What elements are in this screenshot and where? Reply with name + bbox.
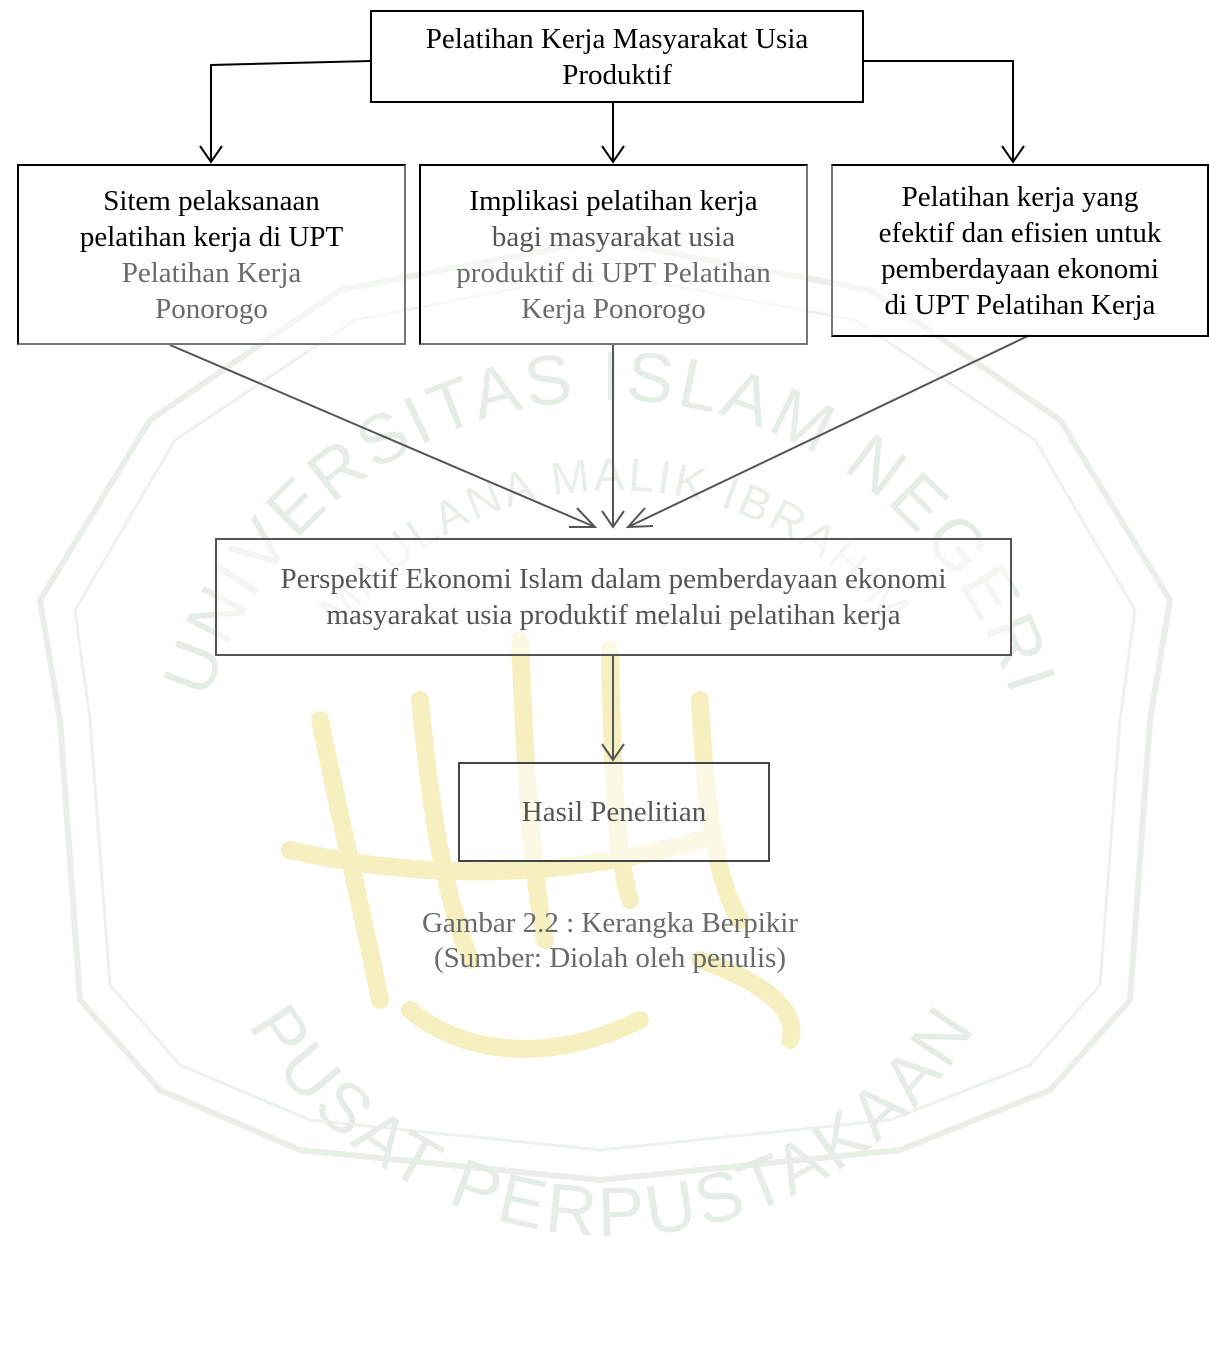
box-right-line-2: efektif dan efisien untuk	[878, 216, 1162, 249]
box-middle-line-1: Implikasi pelatihan kerja	[469, 184, 758, 217]
perspective-line-1: Perspektif Ekonomi Islam dalam pemberday…	[280, 563, 947, 595]
caption-title: Gambar 2.2 : Kerangka Berpikir	[421, 907, 799, 939]
box-research-results: Hasil Penelitian	[458, 762, 770, 862]
connector-left-to-perspective	[169, 344, 596, 528]
box-islamic-economic-perspective: Perspektif Ekonomi Islam dalam pemberday…	[215, 538, 1012, 656]
box-right-line-3: pemberdayaan ekonomi	[881, 252, 1159, 285]
arrowhead-right	[1001, 145, 1025, 164]
arrowhead-from-left	[569, 507, 598, 528]
connector-right-to-perspective	[627, 334, 1031, 528]
arrowhead-result	[601, 743, 625, 762]
top-box: Pelatihan Kerja Masyarakat Usia Produkti…	[370, 10, 864, 103]
arrowhead-left	[199, 145, 223, 164]
connector-top-to-left	[210, 60, 372, 162]
caption-source: (Sumber: Diolah oleh penulis)	[434, 942, 786, 974]
result-label: Hasil Penelitian	[521, 796, 707, 828]
box-left-line-2: pelatihan kerja di UPT	[79, 220, 344, 253]
top-box-line-1: Pelatihan Kerja Masyarakat Usia	[425, 22, 809, 55]
box-middle-line-2: bagi masyarakat usia	[491, 220, 736, 253]
box-left-line-3: Pelatihan Kerja	[121, 256, 302, 289]
box-middle-line-4: Kerja Ponorogo	[521, 292, 706, 325]
box-right-line-1: Pelatihan kerja yang	[901, 180, 1139, 213]
box-left-line-1: Sitem pelaksanaan	[103, 184, 320, 217]
box-effective-training: Pelatihan kerja yang efektif dan efisien…	[831, 164, 1209, 337]
connector-top-to-right	[863, 60, 1014, 162]
top-box-line-2: Produktif	[562, 58, 672, 91]
figure-caption: Gambar 2.2 : Kerangka Berpikir (Sumber: …	[300, 906, 920, 976]
box-middle-line-3: produktif di UPT Pelatihan	[456, 256, 771, 289]
watermark-seal-inner	[73, 270, 1137, 1152]
arrowhead-from-middle	[601, 510, 625, 529]
arrowhead-from-right	[625, 507, 654, 529]
box-training-implications: Implikasi pelatihan kerja bagi masyaraka…	[419, 164, 808, 345]
perspective-line-2: masyarakat usia produktif melalui pelati…	[326, 599, 901, 631]
box-implementation-system: Sitem pelaksanaan pelatihan kerja di UPT…	[17, 164, 406, 345]
box-right-line-4: di UPT Pelatihan Kerja	[884, 288, 1156, 321]
arrowhead-middle	[601, 145, 625, 164]
box-left-line-4: Ponorogo	[155, 292, 268, 325]
